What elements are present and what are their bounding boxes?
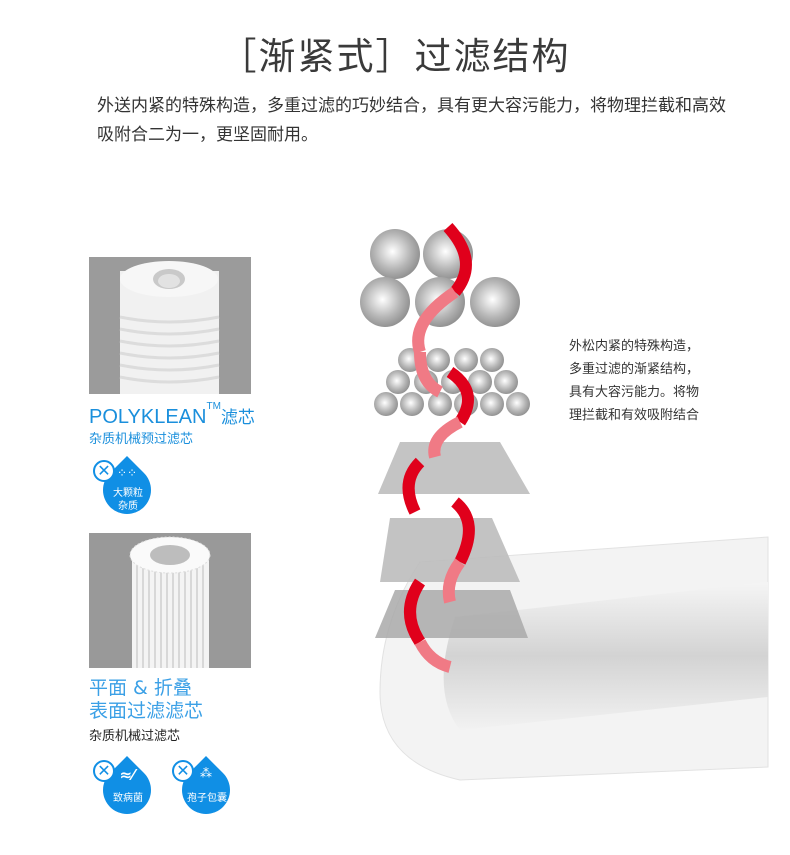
pleated-title: 平面 & 折叠 表面过滤滤芯 [89, 677, 203, 723]
polyklean-label: POLYKLEANTM滤芯 [89, 401, 255, 429]
badge-label: 致病菌 [113, 793, 143, 804]
badge-spores: ✕ ⁂ 孢子包囊 [172, 756, 240, 824]
pleated-image [89, 533, 251, 668]
spores-icon: ⁂ [200, 766, 212, 780]
diagram-note: 外松内紧的特殊构造， 多重过滤的渐紧结构， 具有大容污能力。将物 理拦截和有效吸… [569, 335, 739, 427]
badge-label: 孢子包囊 [187, 793, 227, 804]
badge-label: 大颗粒 [113, 488, 143, 499]
badge-label: 杂质 [118, 501, 138, 512]
note-line: 外松内紧的特殊构造， [569, 339, 700, 354]
note-line: 具有大容污能力。将物 [569, 385, 700, 400]
pleated-subtitle: 杂质机械过滤芯 [89, 729, 181, 744]
blocked-x-icon: ✕ [93, 760, 115, 782]
polyklean-image [89, 257, 251, 394]
trademark: TM [206, 401, 221, 412]
note-line: 理拦截和有效吸附结合 [569, 408, 700, 423]
product-name-cn: 滤芯 [220, 408, 255, 427]
title-line: 表面过滤滤芯 [89, 700, 204, 722]
title-line: 平面 & 折叠 [89, 677, 192, 699]
bacteria-icon: ≈⁄ [119, 766, 135, 784]
page-title: ［渐紧式］过滤结构 [219, 35, 571, 78]
particles-icon: ⁘⁘ [116, 466, 138, 480]
polyklean-subtitle: 杂质机械预过滤芯 [89, 432, 194, 447]
badge-large-particles: ✕ ⁘⁘ 大颗粒 杂质 [93, 456, 161, 524]
product-name-en: POLYKLEAN [89, 406, 207, 428]
blocked-x-icon: ✕ [172, 760, 194, 782]
intro-text: 外送内紧的特殊构造，多重过滤的巧妙结合，具有更大容污能力，将物理拦截和高效吸附合… [97, 96, 726, 145]
filtration-diagram [360, 222, 780, 782]
blocked-x-icon: ✕ [93, 460, 115, 482]
badge-bacteria: ✕ ≈⁄ 致病菌 [93, 756, 161, 824]
note-line: 多重过滤的渐紧结构， [569, 362, 700, 377]
